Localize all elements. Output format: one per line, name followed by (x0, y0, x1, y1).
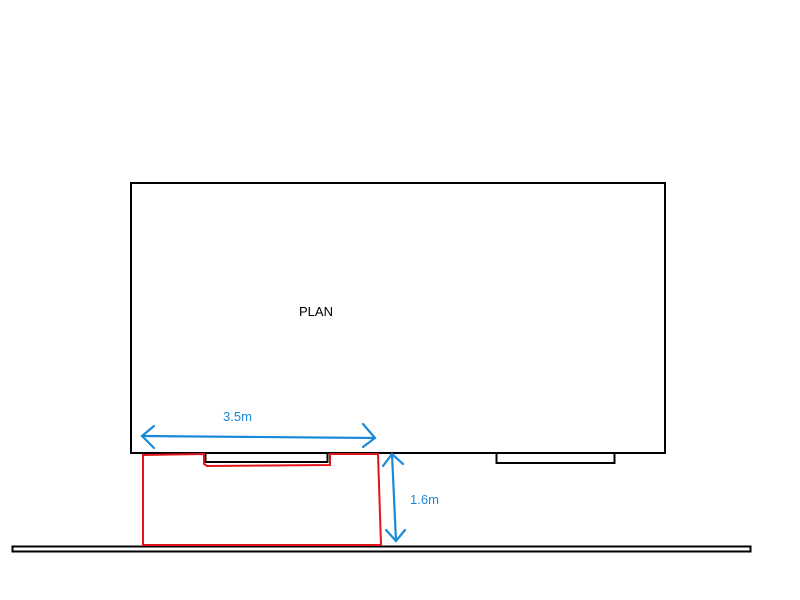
plan-building-outline (130, 182, 666, 454)
opening-right (495, 452, 616, 464)
plan-label: PLAN (299, 304, 333, 319)
boundary-wall (11, 545, 752, 553)
proposed-extension-outline (142, 452, 383, 546)
width-dimension-arrow (140, 422, 377, 450)
opening-left (204, 452, 329, 463)
width-dimension-label: 3.5m (223, 409, 252, 424)
depth-dimension-arrow (381, 452, 407, 543)
depth-dimension-label: 1.6m (410, 492, 439, 507)
